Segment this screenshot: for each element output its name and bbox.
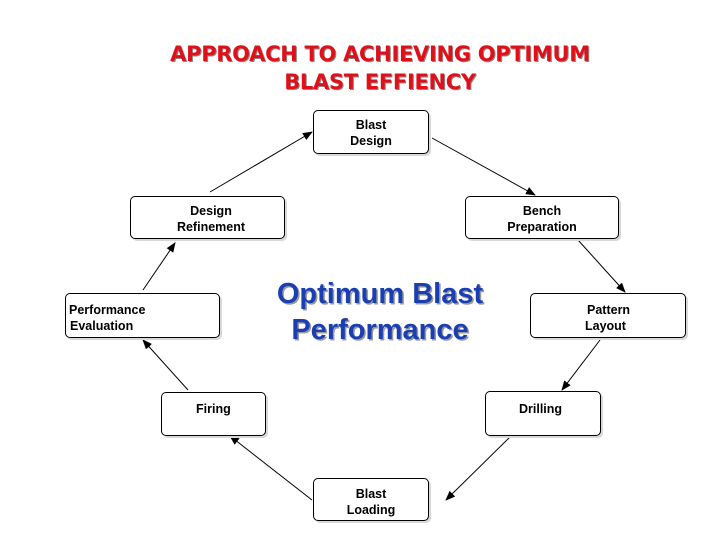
node-performance-evaluation-line-2: Evaluation [70,319,134,333]
node-pattern-layout: Pattern Layout [530,293,686,338]
node-bench-preparation: Bench Preparation [465,196,619,239]
node-drilling-line-1: Drilling [519,402,563,416]
node-bench-preparation-line-1: Bench [522,204,562,218]
title-line-1: APPROACH TO ACHIEVING OPTIMUM [170,42,590,66]
arrow-blast-design-to-bench-preparation [431,137,536,196]
node-firing: Firing [161,392,266,436]
node-firing-line-1: Firing [196,402,231,416]
arrow-bench-preparation-to-pattern-layout [577,239,626,293]
node-design-refinement-line-2: Refinement [176,220,246,234]
node-design-refinement: Design Refinement [130,196,285,239]
arrow-drilling-to-blast-loading [445,436,511,501]
arrow-performance-evaluation-to-design-refinement [142,242,176,291]
title-line-2: BLAST EFFIENCY [284,70,476,94]
node-blast-design-line-2: Design [350,134,392,148]
node-blast-loading-line-2: Loading [346,503,396,517]
node-pattern-layout-line-2: Layout [585,319,626,333]
node-bench-preparation-line-2: Preparation [507,220,577,234]
node-performance-evaluation-line-1: Performance [69,303,146,317]
node-drilling: Drilling [485,391,601,436]
arrow-blast-loading-to-firing [229,435,313,501]
node-blast-loading-line-1: Blast [355,487,387,501]
node-blast-design: Blast Design [313,110,429,154]
node-design-refinement-line-1: Design [190,204,232,218]
diagram-title: APPROACH TO ACHIEVING OPTIMUM BLAST EFFI… [110,40,650,96]
node-performance-evaluation: Performance Evaluation [65,293,220,338]
arrow-firing-to-performance-evaluation [142,339,189,391]
node-pattern-layout-line-1: Pattern [587,303,631,317]
node-blast-loading: Blast Loading [313,478,429,521]
center-label: Optimum Blast Performance [240,276,520,348]
arrow-design-refinement-to-blast-design [209,131,313,193]
node-blast-design-line-1: Blast [355,118,387,132]
center-line-1: Optimum Blast [276,278,484,310]
center-line-2: Performance [291,314,469,346]
arrow-pattern-layout-to-drilling [561,339,601,391]
